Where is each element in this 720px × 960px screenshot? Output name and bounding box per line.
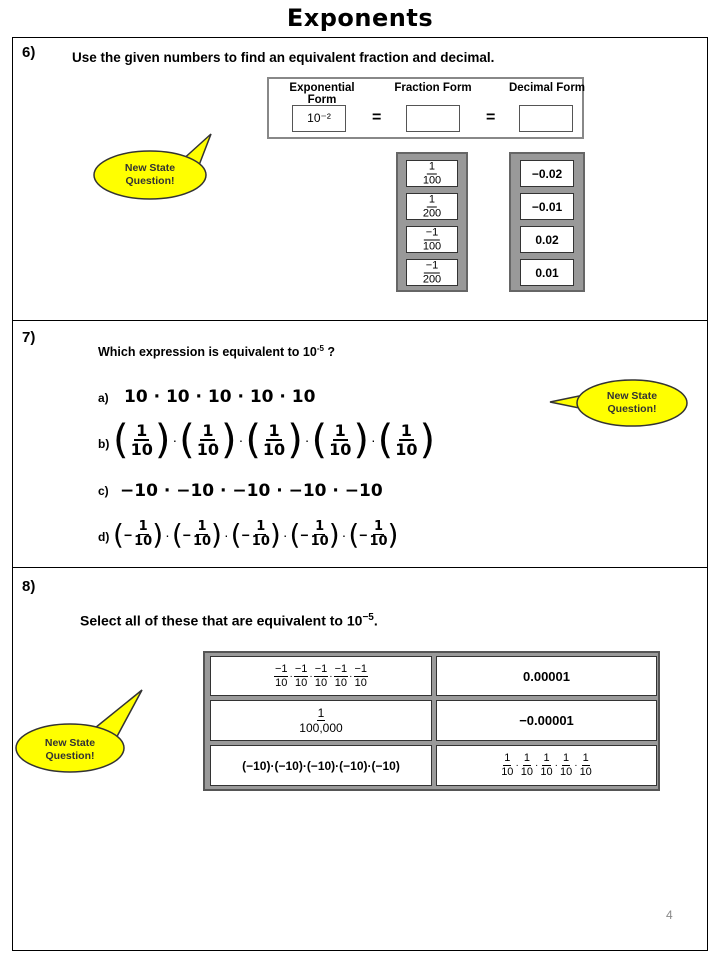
decimal-tiles-panel: −0.02 −0.01 0.02 0.01 bbox=[509, 152, 585, 292]
header-exponential-form: Exponential Form bbox=[289, 82, 355, 106]
option-a-expression[interactable]: 10 · 10 · 10 · 10 · 10 bbox=[124, 387, 316, 407]
fraction-drop-box[interactable] bbox=[406, 105, 460, 132]
section-divider bbox=[12, 320, 708, 321]
question-7-number: 7) bbox=[22, 329, 36, 346]
decimal-tile[interactable]: 0.02 bbox=[520, 226, 574, 253]
question-8-number: 8) bbox=[22, 578, 36, 595]
question-6-number: 6) bbox=[22, 44, 36, 61]
question-8-instruction: Select all of these that are equivalent … bbox=[80, 612, 378, 629]
page-number: 4 bbox=[666, 908, 673, 922]
option-b-label[interactable]: b) bbox=[98, 437, 110, 451]
option-a-label[interactable]: a) bbox=[98, 391, 109, 405]
section-divider bbox=[12, 567, 708, 568]
choice-decimal-negative[interactable]: −0.00001 bbox=[436, 700, 657, 741]
equals-sign: = bbox=[372, 109, 382, 126]
question-7-prompt: Which expression is equivalent to 10-5 ? bbox=[98, 344, 336, 360]
question-6-instruction: Use the given numbers to find an equival… bbox=[72, 50, 495, 65]
choice-decimal-positive[interactable]: 0.00001 bbox=[436, 656, 657, 696]
option-c-label[interactable]: c) bbox=[98, 484, 109, 498]
option-c-expression[interactable]: −10 · −10 · −10 · −10 · −10 bbox=[120, 481, 383, 501]
option-d-label[interactable]: d) bbox=[98, 530, 110, 544]
new-question-callout: New State Question! bbox=[14, 688, 146, 774]
exponential-value-box: 10⁻² bbox=[292, 105, 346, 132]
worksheet-frame bbox=[12, 37, 708, 951]
decimal-drop-box[interactable] bbox=[519, 105, 573, 132]
decimal-tile[interactable]: −0.02 bbox=[520, 160, 574, 187]
header-decimal-form: Decimal Form bbox=[508, 82, 586, 94]
new-question-callout: New State Question! bbox=[92, 130, 217, 202]
decimal-tile[interactable]: −0.01 bbox=[520, 193, 574, 220]
new-question-callout: New State Question! bbox=[548, 377, 692, 429]
page-title: Exponents bbox=[286, 4, 434, 32]
exponential-value: 10⁻² bbox=[307, 111, 331, 125]
choice-negative-ten-product[interactable]: (−10)·(−10)·(−10)·(−10)·(−10) bbox=[210, 745, 432, 786]
header-fraction-form: Fraction Form bbox=[394, 82, 472, 94]
decimal-tile[interactable]: 0.01 bbox=[520, 259, 574, 286]
equals-sign: = bbox=[486, 109, 496, 126]
